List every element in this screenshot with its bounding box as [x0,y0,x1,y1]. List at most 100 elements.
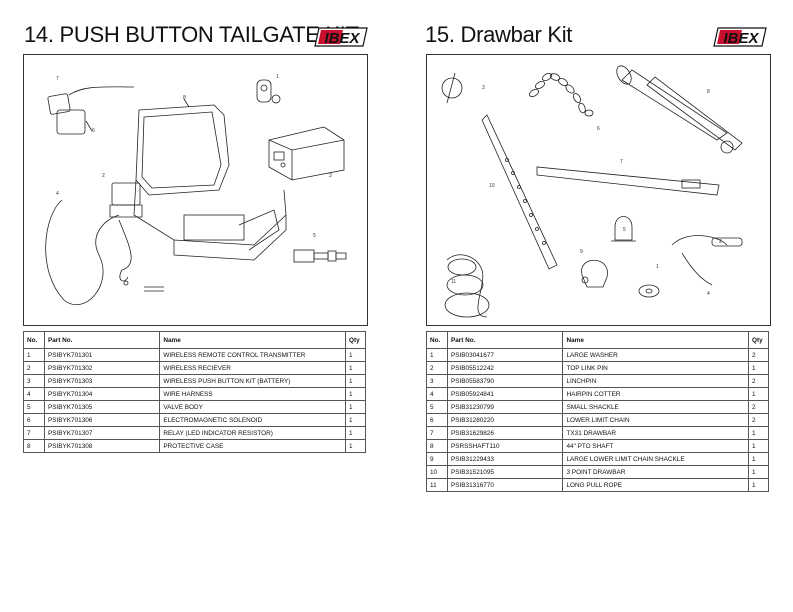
col-header-part-no: Part No. [43,331,161,349]
cell-qty: 1 [748,452,769,466]
cell-no: 4 [23,387,45,401]
left-section-title: 14. PUSH BUTTON TAILGATE KIT [24,22,359,47]
cell-qty: 1 [748,361,769,375]
cell-part-no: PSIB05924841 [446,387,564,401]
col-header-name: Name [562,331,749,349]
cell-no: 5 [426,400,448,414]
cell-part-no: PSIBYK701304 [43,387,161,401]
cell-qty: 1 [748,426,769,440]
cell-no: 3 [426,374,448,388]
callout-3: 3 [482,85,485,91]
cell-qty: 1 [345,361,366,375]
cell-no: 6 [23,413,45,427]
cell-part-no: PSIBYK701307 [43,426,161,440]
cell-no: 11 [426,478,448,492]
cell-name: 44" PTO SHAFT [562,439,749,453]
cell-qty: 1 [345,348,366,362]
cell-part-no: PSIB31280220 [446,413,564,427]
cell-no: 2 [426,361,448,375]
cell-qty: 1 [748,478,769,492]
callout-7: 7 [56,76,59,82]
cell-no: 8 [426,439,448,453]
cell-part-no: PSIB31230799 [446,400,564,414]
table-header-row: No. Part No. Name Qty [426,331,769,349]
table-header-row: No. Part No. Name Qty [23,331,366,349]
cell-name: HAIRPIN COTTER [562,387,749,401]
cell-name: WIRE HARNESS [159,387,346,401]
cell-no: 5 [23,400,45,414]
right-parts-diagram: 3 6 8 7 10 5 9 1 4 2 11 [426,54,771,326]
callout-8: 8 [183,95,186,101]
right-ibex-logo: IBEX [712,26,768,48]
cell-qty: 1 [345,439,366,453]
left-parts-diagram: 7 8 1 2 3 4 5 6 [23,54,368,326]
callout-11: 11 [451,279,456,285]
cell-no: 9 [426,452,448,466]
callout-9: 9 [580,249,583,255]
callout-2: 2 [719,239,722,245]
cell-part-no: PSIB31316770 [446,478,564,492]
cell-no: 4 [426,387,448,401]
cell-part-no: PSIBYK701303 [43,374,161,388]
cell-name: SMALL SHACKLE [562,400,749,414]
cell-name: TOP LINK PIN [562,361,749,375]
cell-qty: 1 [345,387,366,401]
cell-part-no: PSIB31229433 [446,452,564,466]
callout-4: 4 [56,191,59,197]
callout-3: 3 [329,173,332,179]
cell-no: 7 [426,426,448,440]
callout-6: 6 [597,126,600,132]
col-header-name: Name [159,331,346,349]
left-ibex-logo: IBEX [313,26,369,48]
cell-qty: 2 [748,413,769,427]
cell-name: 3 POINT DRAWBAR [562,465,749,479]
cell-part-no: PSIBYK701308 [43,439,161,453]
svg-text:IBEX: IBEX [324,30,360,47]
callout-2: 2 [102,173,105,179]
cell-qty: 1 [748,439,769,453]
cell-qty: 1 [748,465,769,479]
callout-6: 6 [92,128,95,134]
cell-part-no: PSIB31521095 [446,465,564,479]
cell-name: LINCHPIN [562,374,749,388]
cell-name: PROTECTIVE CASE [159,439,346,453]
col-header-no: No. [426,331,448,349]
cell-no: 1 [426,348,448,362]
cell-no: 8 [23,439,45,453]
cell-part-no: PSIB03041677 [446,348,564,362]
callout-8: 8 [707,89,710,95]
cell-no: 2 [23,361,45,375]
cell-part-no: PSRSSHAFT110 [446,439,564,453]
callout-7: 7 [620,159,623,165]
callout-1: 1 [276,74,279,80]
callout-10: 10 [489,183,495,189]
cell-part-no: PSIB31629826 [446,426,564,440]
cell-no: 1 [23,348,45,362]
callout-5: 5 [623,227,626,233]
cell-qty: 2 [748,400,769,414]
cell-no: 10 [426,465,448,479]
cell-qty: 2 [748,348,769,362]
cell-name: WIRELESS PUSH BUTTON KIT (BATTERY) [159,374,346,388]
cell-name: TX31 DRAWBAR [562,426,749,440]
callout-1: 1 [656,264,659,270]
cell-part-no: PSIBYK701301 [43,348,161,362]
cell-name: LONG PULL ROPE [562,478,749,492]
cell-name: RELAY (LED INDICATOR RESISTOR) [159,426,346,440]
